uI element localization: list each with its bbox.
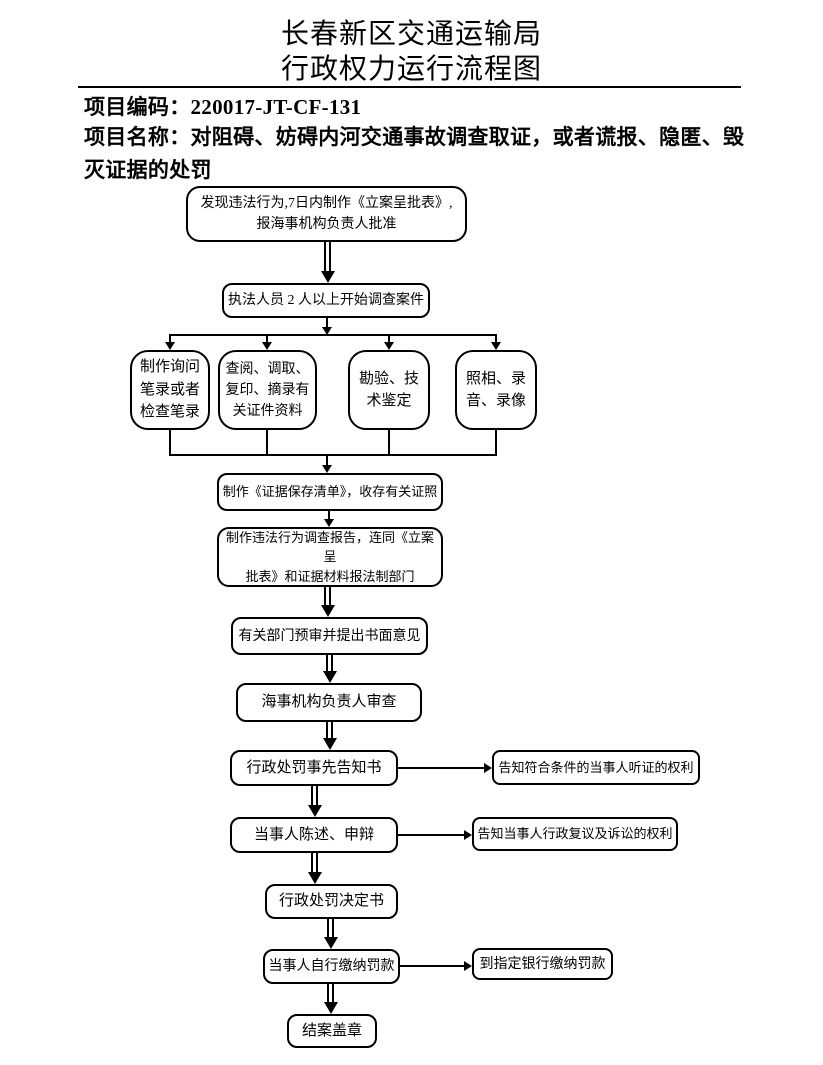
flow-side-note-bank-payment: 到指定银行缴纳罚款 <box>472 948 613 980</box>
flow-node-statement: 当事人陈述、申辩 <box>230 817 398 853</box>
flow-node-evidence-list: 制作《证据保存清单》，收存有关证照 <box>217 473 443 511</box>
flow-merge-line-bottom <box>169 454 497 456</box>
flow-arrow-preview-to-review <box>323 655 337 683</box>
flow-arrow-statement-to-decision <box>308 853 322 884</box>
flow-merge-line-survey <box>388 430 390 455</box>
flow-arrow-start-to-investigate <box>321 242 335 283</box>
flow-node-pay: 当事人自行缴纳罚款 <box>263 949 400 984</box>
flow-merge-line-transcript <box>169 430 171 455</box>
flow-arrow-review-to-notice <box>323 722 337 750</box>
flow-arrow-decision-to-pay <box>324 919 338 949</box>
flow-node-review: 海事机构负责人审查 <box>236 683 422 722</box>
header-divider <box>78 86 741 88</box>
flow-arrow-notice-to-hearing-note <box>398 763 492 773</box>
flow-merge-line-consult <box>266 430 268 455</box>
flow-side-note-hearing-right: 告知符合条件的当事人听证的权利 <box>492 750 700 785</box>
flow-node-close-case: 结案盖章 <box>287 1014 377 1048</box>
project-name: 项目名称：对阻碍、妨碍内河交通事故调查取证，或者谎报、隐匿、毁灭证据的处罚 <box>84 125 745 182</box>
flow-node-consult: 查阅、调取、 复印、摘录有 关证件资料 <box>218 350 317 430</box>
document-title-line2: 行政权力运行流程图 <box>280 54 542 85</box>
flow-node-decision: 行政处罚决定书 <box>265 884 398 919</box>
flow-arrow-branch-to-photo <box>491 336 501 350</box>
flow-arrow-pay-to-bank-note <box>400 961 472 971</box>
flow-side-note-appeal-right: 告知当事人行政复议及诉讼的权利 <box>472 817 678 851</box>
flow-arrow-branch-to-transcript <box>165 336 175 350</box>
flow-node-notice: 行政处罚事先告知书 <box>230 750 398 786</box>
flow-arrow-statement-to-appeal-note <box>398 830 472 840</box>
flow-node-preview: 有关部门预审并提出书面意见 <box>231 617 428 655</box>
flow-node-investigate: 执法人员 2 人以上开始调查案件 <box>222 283 430 318</box>
flow-arrow-report-to-preview <box>321 587 335 617</box>
flow-node-start: 发现违法行为,7日内制作《立案呈批表》, 报海事机构负责人批准 <box>186 186 467 242</box>
flow-arrow-investigate-to-branch <box>322 318 332 335</box>
flow-arrow-pay-to-close <box>324 984 338 1014</box>
flow-arrow-branch-to-survey <box>384 336 394 350</box>
flow-node-survey: 勘验、技 术鉴定 <box>348 350 430 430</box>
flow-branch-line-top <box>169 334 497 336</box>
flow-node-report: 制作违法行为调查报告，连同《立案呈 批表》和证据材料报法制部门 <box>217 527 443 587</box>
flow-merge-line-photo <box>495 430 497 455</box>
flow-node-photo: 照相、录 音、录像 <box>455 350 537 430</box>
project-code: 项目编码：220017-JT-CF-131 <box>84 95 362 119</box>
flow-arrow-merge-to-evidence-list <box>322 456 332 473</box>
document-title-line1: 长春新区交通运输局 <box>280 19 542 50</box>
flow-arrow-notice-to-statement <box>308 786 322 817</box>
flow-arrow-evidence-list-to-report <box>324 511 334 527</box>
flow-node-transcript: 制作询问 笔录或者 检查笔录 <box>130 350 210 430</box>
flow-arrow-branch-to-consult <box>262 336 272 350</box>
